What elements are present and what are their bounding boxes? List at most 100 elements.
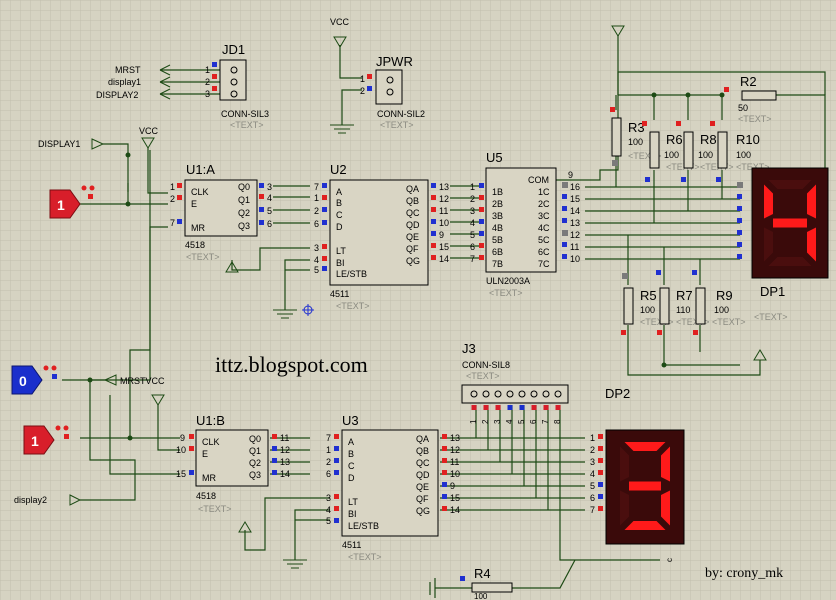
svg-text:15: 15 (439, 242, 449, 252)
logic-source-mid[interactable]: 0 (11, 365, 57, 395)
svg-text:QF: QF (406, 244, 419, 254)
svg-text:5: 5 (470, 230, 475, 240)
j3-pin-4 (506, 390, 514, 398)
svg-text:9: 9 (180, 433, 185, 443)
svg-text:12: 12 (280, 445, 290, 455)
dp1-text: <TEXT> (754, 312, 788, 322)
svg-text:12: 12 (439, 194, 449, 204)
svg-text:11: 11 (280, 433, 289, 443)
chip-u1a[interactable]: U1:A CLK E MR Q0 Q1 Q2 Q3 1 2 7 3 4 5 6 … (170, 162, 272, 262)
resistor-r7[interactable]: R7 110 <TEXT> (656, 270, 710, 335)
svg-text:3C: 3C (538, 211, 550, 221)
resistor-r8[interactable]: R8 100 <TEXT> (676, 121, 734, 182)
svg-text:LT: LT (336, 246, 346, 256)
net-label-mrstvcc: MRSTVCC (120, 376, 165, 386)
resistor-r5[interactable]: R5 100 <TEXT> (621, 273, 674, 335)
segment-c (807, 227, 816, 262)
svg-text:2: 2 (470, 194, 475, 204)
svg-text:c: c (665, 558, 674, 562)
jd1-signal-display1: display1 (108, 77, 141, 87)
svg-text:A: A (348, 437, 354, 447)
svg-text:QA: QA (416, 434, 429, 444)
svg-text:7: 7 (326, 433, 331, 443)
resistor-r3[interactable]: R3 100 <TEXT> (610, 107, 662, 166)
svg-text:7: 7 (590, 505, 595, 515)
svg-text:5: 5 (326, 516, 331, 526)
svg-text:3: 3 (590, 457, 595, 467)
u1a-pin-e: E (191, 199, 197, 209)
svg-text:<TEXT>: <TEXT> (738, 114, 772, 124)
svg-text:4: 4 (314, 255, 319, 265)
svg-text:R3: R3 (628, 120, 645, 135)
svg-text:6C: 6C (538, 247, 550, 257)
svg-text:QF: QF (416, 494, 429, 504)
svg-text:QC: QC (416, 458, 430, 468)
chip-u2[interactable]: U2 A B C D LT BI LE/STB QA QB QC QD QE Q… (314, 162, 449, 311)
svg-text:D: D (348, 473, 355, 483)
jd1-body (219, 59, 247, 101)
u1a-pin-q0: Q0 (238, 182, 250, 192)
svg-text:100: 100 (474, 592, 488, 600)
j3-pin-num: 8 (553, 419, 562, 424)
svg-text:LE/STB: LE/STB (336, 269, 367, 279)
svg-text:4: 4 (326, 505, 331, 515)
jd1-type: CONN-SIL3 (221, 109, 269, 119)
svg-text:2B: 2B (492, 199, 503, 209)
j3-pin-num: 7 (541, 419, 550, 424)
svg-text:12: 12 (450, 445, 460, 455)
svg-text:3: 3 (326, 493, 331, 503)
seven-segment-dp2: DP2 1 2 3 4 5 6 7 c (590, 386, 685, 562)
svg-text:R10: R10 (736, 132, 760, 147)
seven-segment-dp1: DP1 <TEXT> (737, 167, 829, 322)
j3-pin-state (507, 405, 513, 410)
source-mid-value: 0 (19, 373, 27, 389)
svg-text:Q2: Q2 (249, 458, 261, 468)
svg-text:5: 5 (267, 206, 272, 216)
svg-text:5B: 5B (492, 235, 503, 245)
u5-com-num: 9 (568, 170, 573, 180)
j3-pin-num: 1 (469, 419, 478, 424)
svg-text:R9: R9 (716, 288, 733, 303)
svg-text:6: 6 (470, 242, 475, 252)
resistor-r6[interactable]: R6 100 <TEXT> (642, 121, 700, 182)
chip-u5[interactable]: U5 COM 9 1B 2B 3B 4B 5B 6B 7B 1C 2C 3C 4… (470, 150, 580, 298)
svg-text:Q1: Q1 (249, 446, 261, 456)
svg-text:1: 1 (470, 182, 475, 192)
connector-jd1[interactable]: JD1 1 2 3 MRST display1 DISPLAY2 CONN-SI… (96, 42, 269, 130)
segment-g (629, 481, 661, 491)
chip-u3[interactable]: U3 A B C D LT BI LE/STB QA QB QC QD QE Q… (326, 413, 460, 562)
svg-text:<TEXT>: <TEXT> (736, 162, 770, 172)
svg-text:10: 10 (450, 469, 460, 479)
j3-ref: J3 (462, 341, 476, 356)
svg-text:Q0: Q0 (249, 434, 261, 444)
chip-u1b[interactable]: U1:B CLK E MR Q0 Q1 Q2 Q3 9 10 15 11 12 … (176, 413, 290, 514)
resistor-r4[interactable]: R4 100 (460, 566, 513, 600)
resistor-r10[interactable]: R10 100 <TEXT> (710, 121, 770, 182)
logic-source-top[interactable]: 1 (49, 185, 95, 219)
svg-text:QE: QE (406, 232, 419, 242)
jpwr-pin-1: 1 (360, 74, 365, 84)
svg-text:QE: QE (416, 482, 429, 492)
watermark-text: ittz.blogspot.com (215, 352, 368, 377)
resistor-r9[interactable]: R9 100 <TEXT> (692, 270, 746, 335)
j3-pin-7 (542, 390, 550, 398)
jpwr-pin-2: 2 (360, 86, 365, 96)
svg-text:QD: QD (416, 470, 430, 480)
svg-text:7B: 7B (492, 259, 503, 269)
svg-text:6: 6 (590, 493, 595, 503)
svg-text:2: 2 (170, 194, 175, 204)
svg-text:10: 10 (439, 218, 449, 228)
u1a-pin-q2: Q2 (238, 208, 250, 218)
vcc-label-top: VCC (330, 17, 350, 27)
svg-text:QB: QB (406, 196, 419, 206)
connector-jpwr[interactable]: JPWR 1 2 CONN-SIL2 <TEXT> (360, 54, 425, 130)
resistor-r2[interactable]: R2 50 <TEXT> (724, 74, 777, 124)
logic-source-bot[interactable]: 1 (23, 425, 69, 455)
svg-text:B: B (336, 198, 342, 208)
u3-part: 4511 (342, 540, 361, 550)
svg-text:QG: QG (406, 256, 420, 266)
svg-text:1C: 1C (538, 187, 550, 197)
svg-text:11: 11 (450, 457, 459, 467)
svg-text:14: 14 (439, 254, 449, 264)
